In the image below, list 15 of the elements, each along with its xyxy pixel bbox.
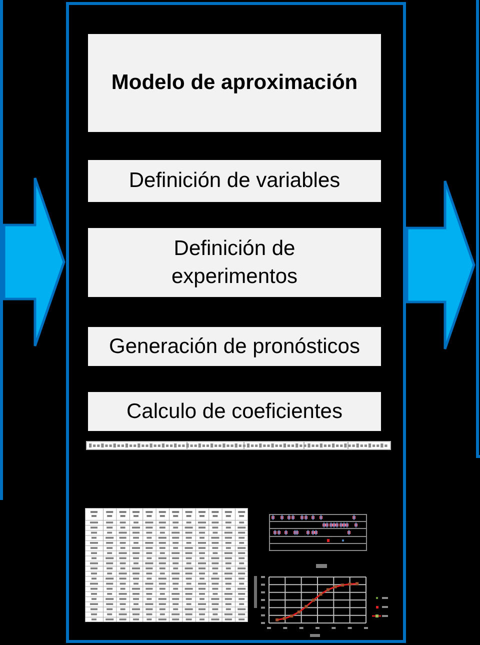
step-label: Calculo de coeficientes xyxy=(126,398,342,425)
step-label: Definición de experimentos xyxy=(170,236,299,290)
step-label: Generación de pronósticos xyxy=(109,334,360,360)
panel-frame xyxy=(476,0,480,458)
block-arrow xyxy=(406,180,476,350)
step-label: Definición de variables xyxy=(128,168,340,194)
step-label: Modelo de aproximación xyxy=(111,70,358,96)
panel-frame xyxy=(0,0,3,500)
process-box xyxy=(88,228,381,297)
block-arrow xyxy=(2,176,66,348)
process-box xyxy=(88,34,381,132)
process-box xyxy=(88,160,381,202)
process-box xyxy=(88,392,381,431)
process-box xyxy=(88,327,381,366)
panel-frame xyxy=(66,2,406,643)
